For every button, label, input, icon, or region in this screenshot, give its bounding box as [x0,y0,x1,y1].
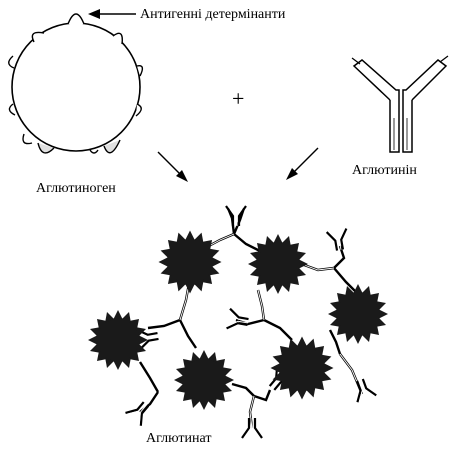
agglutinin-label: Аглютинін [352,163,417,178]
agglutinate-label: Аглютинат [146,431,212,446]
antigenic-determinants-label: Антигенні детермінанти [140,7,286,22]
agglutinin-antibody [351,55,449,153]
agglutinogen-label: Аглютиноген [36,181,116,196]
plus-sign: + [232,86,245,111]
reaction-arrow-right [286,147,319,180]
determinant-pointer-arrow [88,9,136,19]
agglutinogen-cell [8,13,144,154]
reaction-arrow-left [157,151,188,182]
agglutinate-complex [88,204,388,440]
